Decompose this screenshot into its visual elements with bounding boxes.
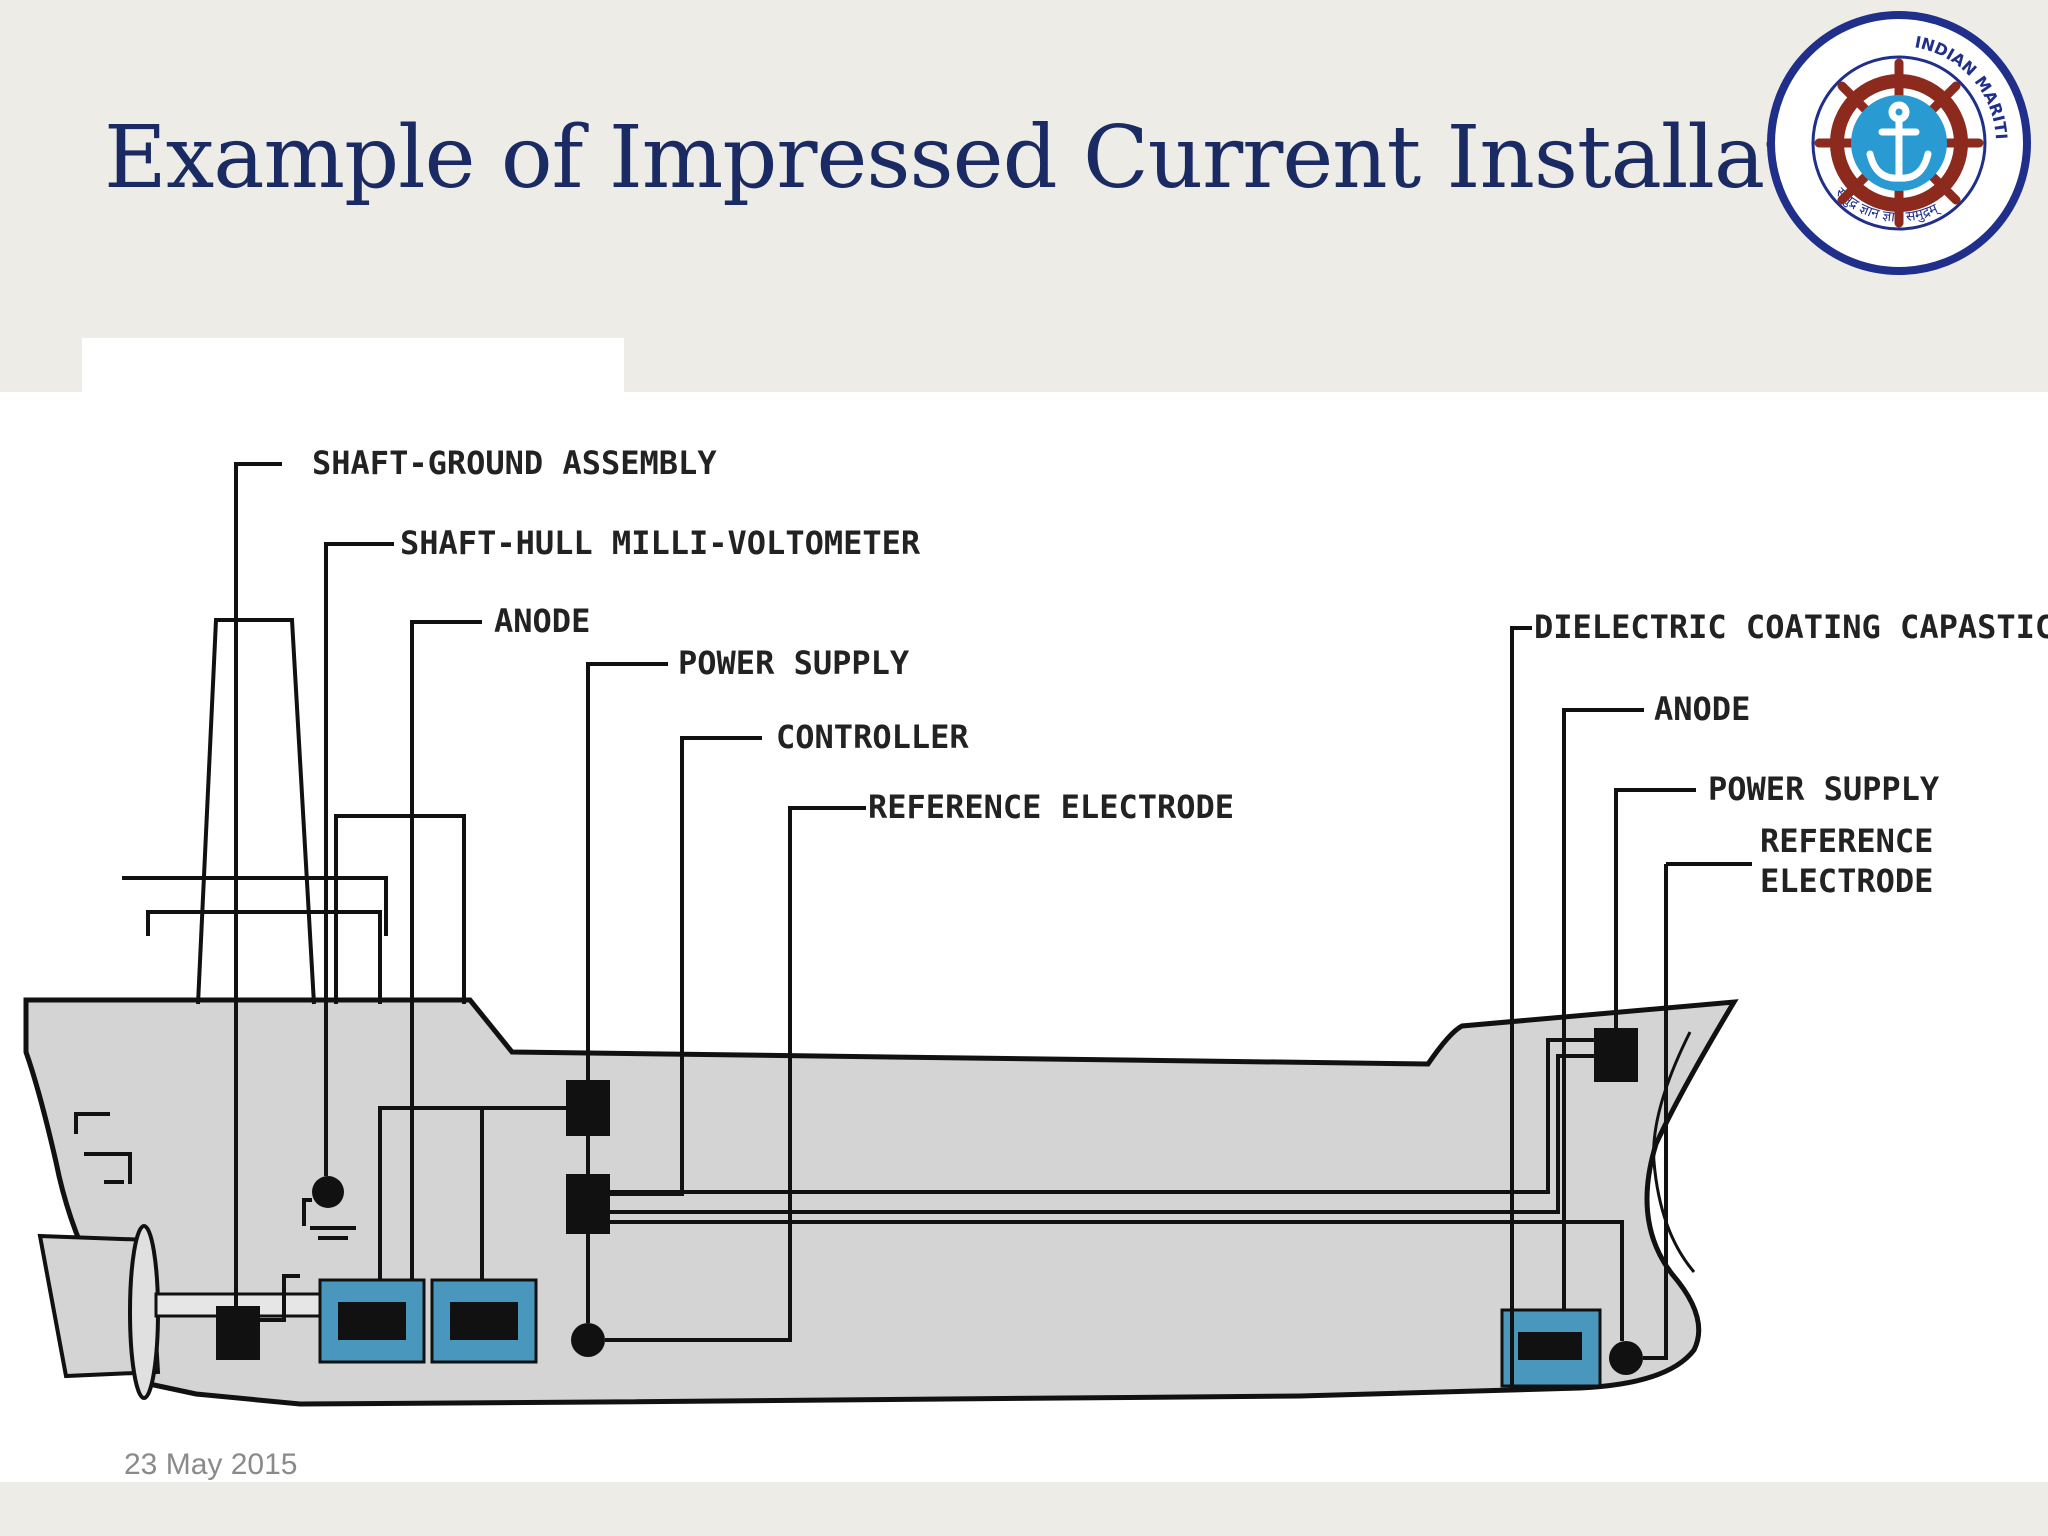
label-power-supply-fwd: POWER SUPPLY <box>1708 770 1940 808</box>
university-logo: INDIAN MARITIME UNIVERSITY समुद्र ज्ञानं… <box>1764 8 2031 275</box>
label-reference-fwd-line1: REFERENCE <box>1760 822 1933 860</box>
ship-cathodic-protection-diagram: SHAFT-GROUND ASSEMBLY SHAFT-HULL MILLI-V… <box>23 444 2048 1407</box>
label-shaft-ground-assembly: SHAFT-GROUND ASSEMBLY <box>312 444 717 482</box>
label-reference-electrode-aft: REFERENCE ELECTRODE <box>868 788 1234 826</box>
reference-electrode-fwd <box>1609 1341 1643 1375</box>
controller-box <box>566 1174 610 1234</box>
stern-fittings <box>74 1112 132 1184</box>
power-supply-fwd-box <box>1594 1028 1638 1082</box>
diagram-panel: SHAFT-GROUND ASSEMBLY SHAFT-HULL MILLI-V… <box>0 392 2048 1482</box>
label-power-supply-aft: POWER SUPPLY <box>678 644 910 682</box>
label-anode-fwd: ANODE <box>1654 690 1750 728</box>
slide-title: Example of Impressed Current Installatio… <box>104 108 1930 208</box>
anchor-icon <box>1866 101 1932 182</box>
millivoltmeter <box>312 1176 344 1208</box>
superstructure <box>122 618 466 1005</box>
slide-date: 23 May 2015 <box>124 1448 298 1481</box>
propeller-icon <box>128 1224 160 1400</box>
ship-hull <box>23 997 1739 1407</box>
anode-block-fwd <box>1500 1308 1602 1388</box>
ground-symbol <box>310 1226 356 1240</box>
power-supply-aft-box <box>566 1080 610 1136</box>
label-anode-aft: ANODE <box>494 602 590 640</box>
label-dielectric-coating: DIELECTRIC COATING CAPASTIC <box>1534 608 2048 646</box>
wiring-lines <box>234 462 1752 1392</box>
rudder <box>37 1233 161 1379</box>
label-controller: CONTROLLER <box>776 718 969 756</box>
diagram-header-tab <box>82 338 624 394</box>
anode-block-aft-2 <box>430 1278 538 1364</box>
shaft-ground-box <box>216 1306 260 1360</box>
anode-block-aft-1 <box>318 1278 426 1364</box>
bow-curve <box>1652 1031 1696 1273</box>
label-shaft-hull-milli-voltometer: SHAFT-HULL MILLI-VOLTOMETER <box>400 524 921 562</box>
label-reference-fwd-line2: ELECTRODE <box>1760 862 1933 900</box>
reference-electrode-aft <box>571 1323 605 1357</box>
